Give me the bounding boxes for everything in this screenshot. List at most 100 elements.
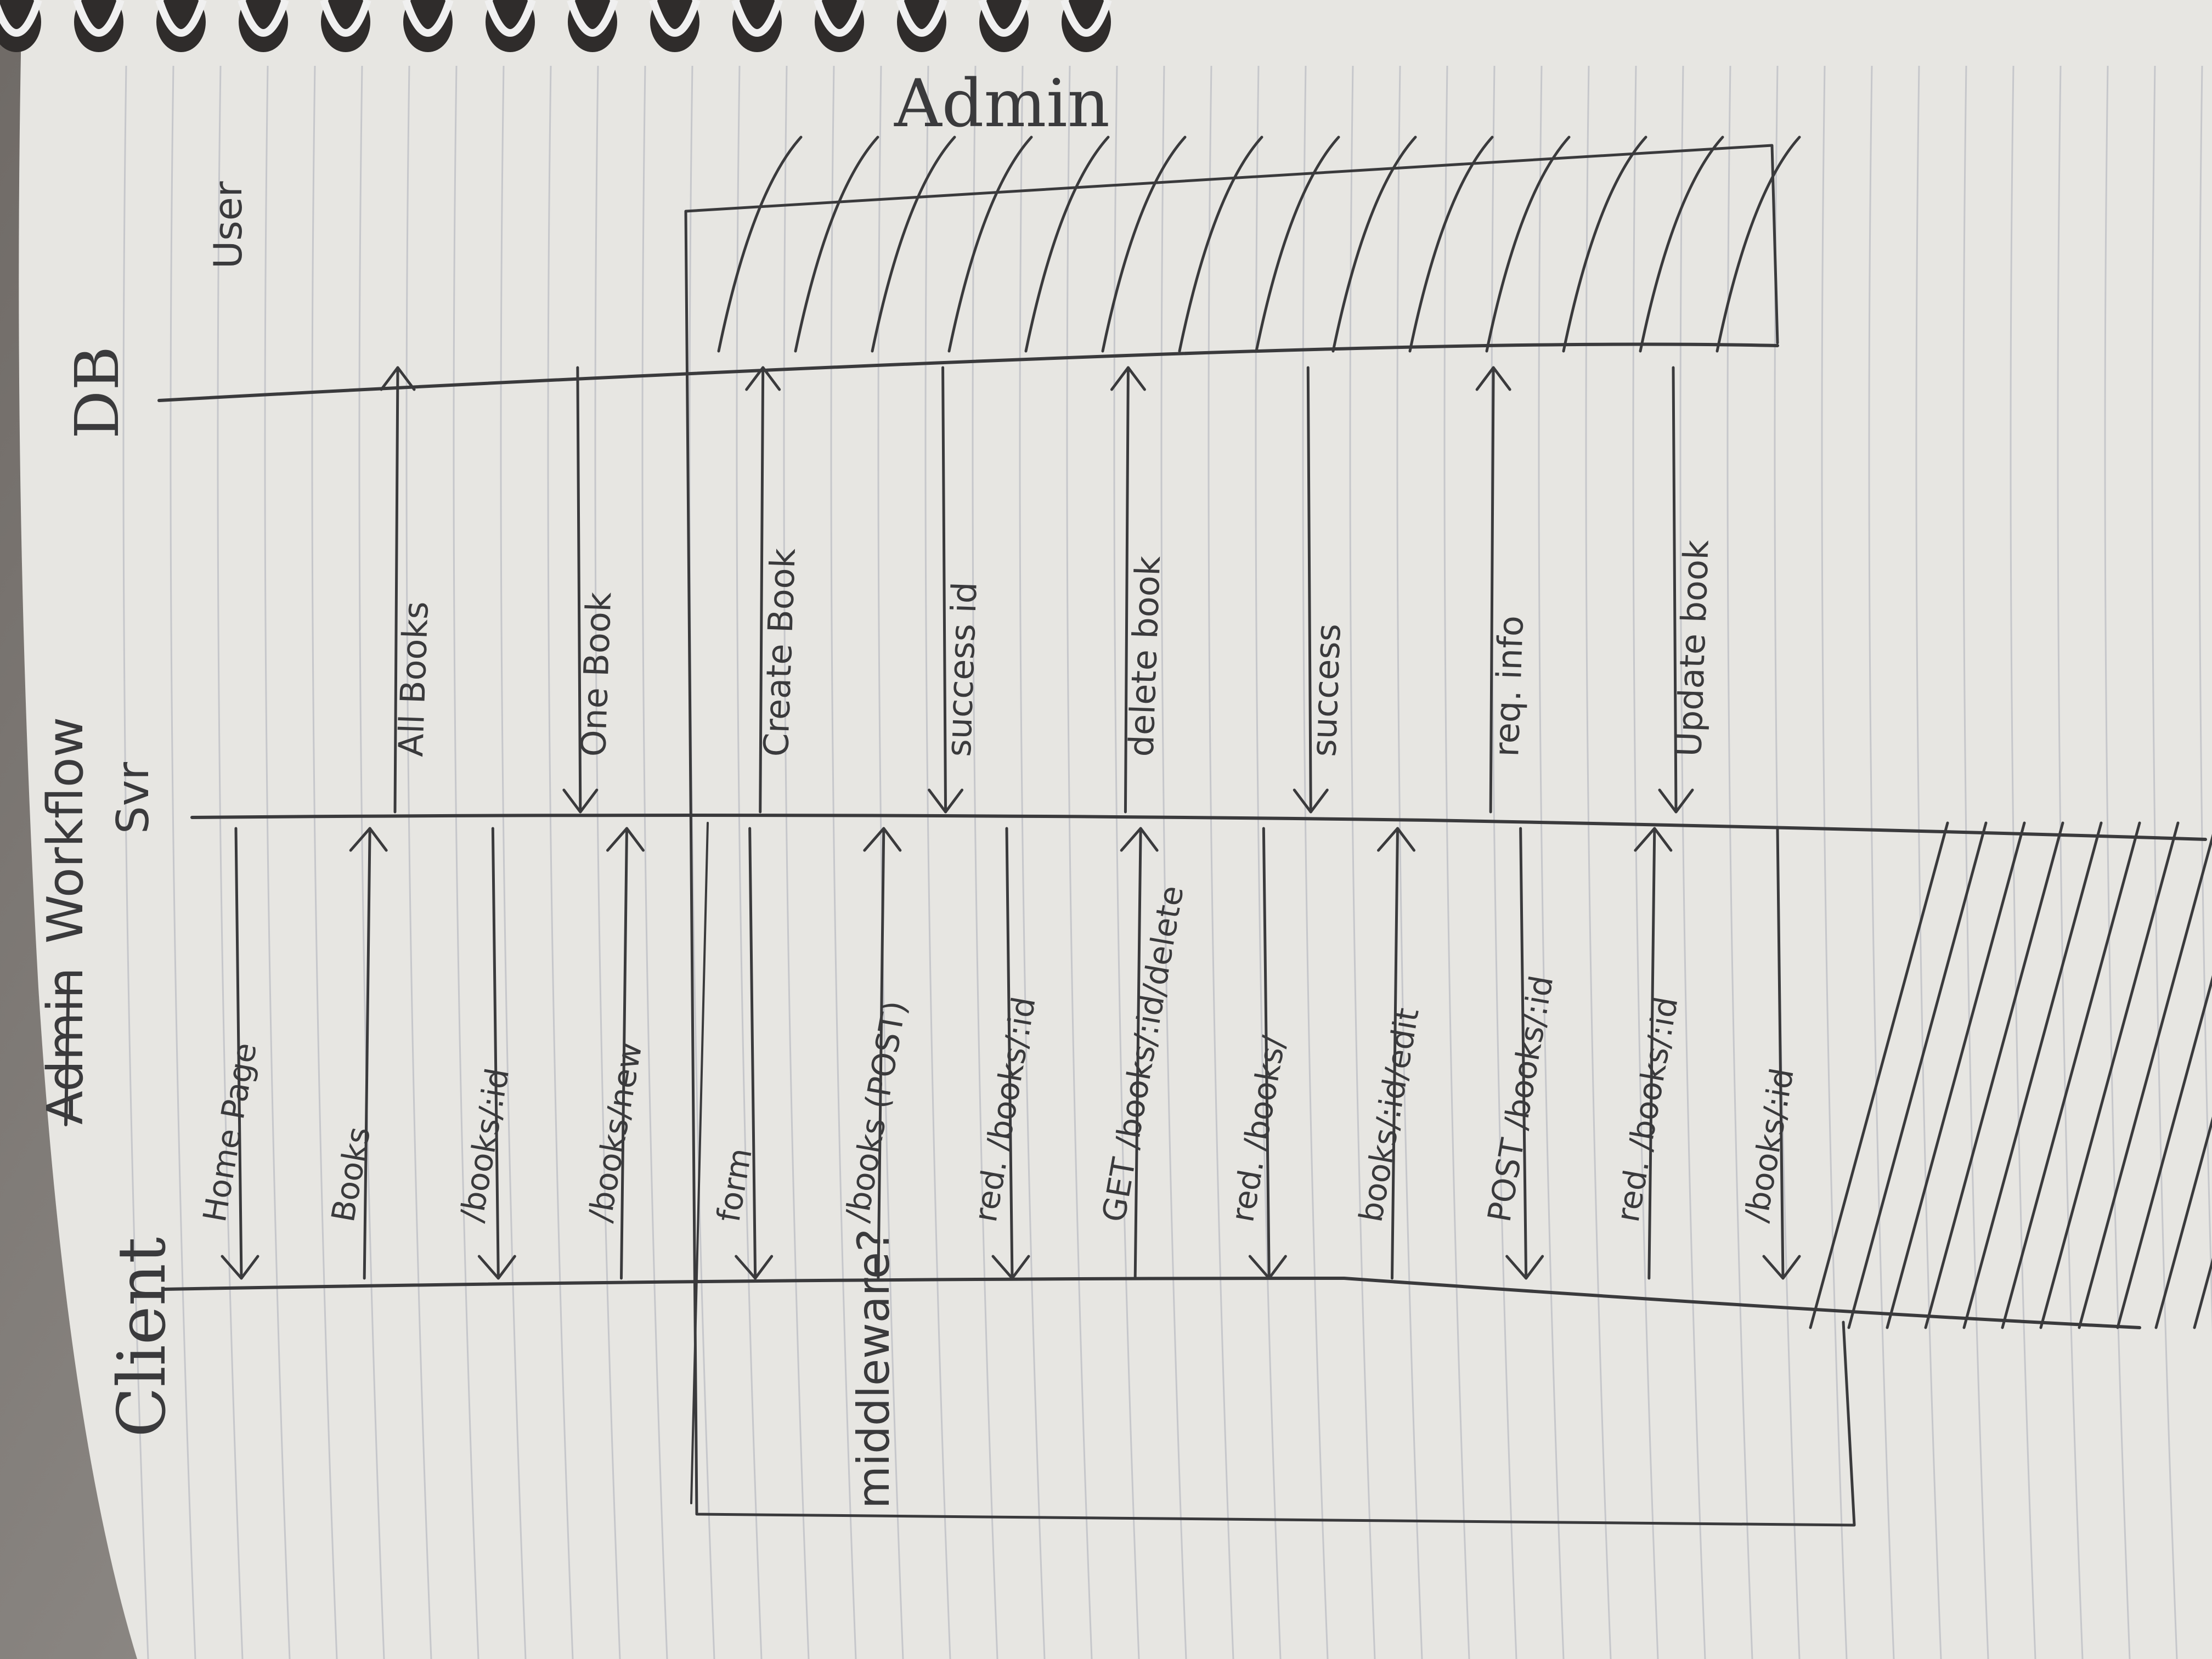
hatch-stroke	[947, 136, 1033, 353]
server-db-message-label: delete book	[1121, 555, 1168, 758]
server-db-message-label: success id	[939, 581, 985, 757]
client-server-arrow	[1120, 827, 1159, 1280]
middleware-box	[690, 822, 709, 1504]
hatch-stroke	[1562, 136, 1647, 353]
arrow-head	[221, 1255, 259, 1280]
rule-line	[2104, 65, 2131, 1659]
rule-line	[405, 65, 432, 1659]
rule-line	[1538, 65, 1565, 1659]
spiral-ring	[567, 0, 618, 37]
server-db-arrow	[1110, 366, 1146, 814]
server-db-arrow	[1475, 366, 1511, 814]
rule-line	[783, 65, 810, 1659]
client-server-arrow	[1762, 827, 1801, 1280]
server-db-arrow	[928, 366, 964, 814]
spiral-ring	[238, 0, 289, 37]
rule-line	[641, 65, 668, 1659]
arrow-head	[1634, 827, 1673, 852]
spiral-hole	[74, 0, 123, 52]
hatch-stroke	[1178, 136, 1263, 353]
client-server-arrow	[1505, 827, 1544, 1280]
arrow-head	[1120, 827, 1159, 852]
spiral-ring	[402, 0, 454, 37]
arrow-head	[1505, 1255, 1544, 1280]
arrow-shaft	[1672, 366, 1678, 814]
client-server-arrow	[735, 827, 774, 1280]
hatch-stroke	[1886, 821, 2026, 1329]
rule-line	[1679, 65, 1706, 1659]
hatch-stroke	[2001, 821, 2141, 1329]
server-lifeline	[190, 814, 2207, 841]
rule-line	[1396, 65, 1423, 1659]
rule-line	[500, 65, 527, 1659]
client-hatch-bottom	[1809, 821, 2212, 1329]
server-db-arrow	[1658, 366, 1694, 814]
spiral-binding	[0, 0, 1112, 52]
spiral-hole	[650, 0, 699, 52]
spiral-hole	[239, 0, 288, 52]
hatch-stroke	[1255, 136, 1340, 353]
ruled-lines	[122, 65, 2212, 1659]
rule-line	[1302, 65, 1329, 1659]
spiral-hole	[897, 0, 946, 52]
arrow-head	[1377, 827, 1415, 852]
arrow-shaft	[234, 827, 243, 1280]
rule-line	[1821, 65, 1848, 1659]
client-server-arrow	[1634, 827, 1673, 1280]
spiral-ring	[320, 0, 371, 37]
arrow-shaft	[1005, 827, 1014, 1280]
arrow-head	[991, 1255, 1030, 1280]
server-db-message-label: req. info	[1486, 615, 1531, 758]
diagram-title: Workflow	[37, 717, 94, 944]
rule-line	[1491, 65, 1517, 1659]
sequence-diagram	[157, 136, 2212, 1527]
rule-line	[2057, 65, 2084, 1659]
client-server-arrow	[349, 827, 388, 1280]
arrow-head	[562, 788, 599, 814]
rule-line	[2010, 65, 2036, 1659]
arrow-head	[928, 788, 964, 814]
hatch-stroke	[1639, 136, 1724, 353]
hatch-stroke	[1847, 821, 1988, 1329]
hatch-stroke	[1962, 821, 2103, 1329]
arrow-shaft	[1647, 827, 1656, 1280]
admin-box	[684, 144, 1856, 1527]
arrow-shaft	[748, 827, 757, 1280]
spiral-ring	[814, 0, 865, 37]
arrow-shaft	[1776, 827, 1785, 1280]
hatch-stroke	[794, 136, 879, 353]
spiral-hole	[156, 0, 206, 52]
server-db-arrow	[745, 366, 781, 814]
server-db-arrow	[1293, 366, 1329, 814]
arrow-head	[477, 1255, 516, 1280]
rule-line	[1019, 65, 1046, 1659]
hatch-stroke	[1716, 136, 1801, 353]
spiral-ring	[978, 0, 1030, 37]
rule-line	[453, 65, 479, 1659]
spiral-hole	[979, 0, 1029, 52]
spiral-ring	[73, 0, 125, 37]
user-column-label: User	[206, 181, 251, 269]
arrow-shaft	[393, 366, 399, 814]
hatch-stroke	[2116, 975, 2212, 1329]
hatch-stroke	[2039, 821, 2180, 1329]
hatch-stroke	[1485, 136, 1571, 353]
arrow-head	[1658, 788, 1694, 814]
hatch-stroke	[1809, 821, 1949, 1329]
arrow-head	[735, 1255, 774, 1280]
server-db-arrows	[380, 366, 1694, 814]
arrow-head	[1293, 788, 1329, 814]
arrow-head	[1248, 1255, 1287, 1280]
arrow-shaft	[1124, 366, 1130, 814]
title-strike	[64, 975, 70, 1126]
rule-line	[170, 65, 196, 1659]
server-db-message-label: Create Book	[756, 548, 803, 757]
hatch-stroke	[2078, 833, 2212, 1329]
rule-line	[1632, 65, 1659, 1659]
spiral-hole	[486, 0, 535, 52]
hatch-stroke	[871, 136, 956, 353]
hatch-stroke	[2154, 1116, 2212, 1329]
arrow-head	[1110, 366, 1146, 391]
arrow-shaft	[363, 827, 371, 1280]
